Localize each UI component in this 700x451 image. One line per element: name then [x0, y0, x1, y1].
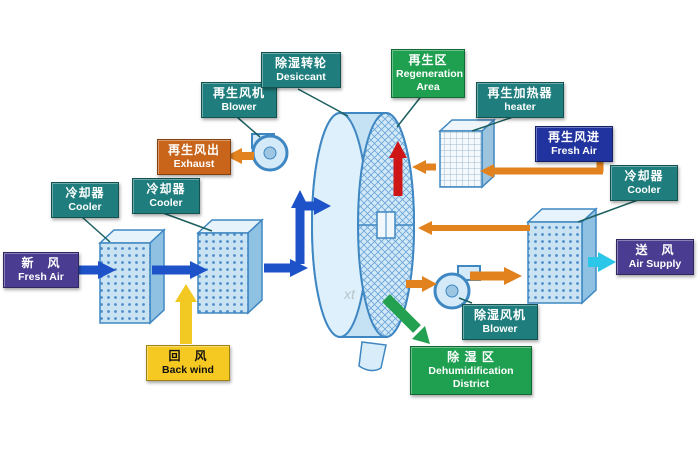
label-dehumid-blower-en: Blower — [482, 323, 518, 335]
regen-air-arrows — [226, 148, 604, 292]
label-connector-lines — [81, 88, 639, 304]
supply-air-arrow — [588, 252, 616, 272]
label-cooler-left-2-en: Cooler — [149, 197, 183, 209]
label-desiccant-wheel: 除湿转轮 Desiccant — [261, 52, 341, 89]
label-dehumid-district: 除 湿 区 Dehumidification District — [410, 346, 532, 396]
label-air-supply: 送 风 Air Supply — [616, 239, 694, 276]
process-air-arrows — [78, 190, 331, 279]
label-exhaust-en: Exhaust — [173, 158, 215, 170]
label-back-wind: 回 风 Back wind — [146, 345, 230, 382]
label-exhaust: 再生风出 Exhaust — [157, 139, 231, 176]
label-cooler-left-1-zh: 冷却器 — [65, 186, 105, 200]
dehumid-blower-fan-icon — [433, 265, 481, 310]
back-wind-arrow — [175, 284, 197, 344]
dehumid-district-arrow — [382, 294, 430, 344]
label-air-supply-en: Air Supply — [628, 258, 682, 270]
label-fresh-air-in: 新 风 Fresh Air — [3, 252, 79, 289]
label-air-supply-zh: 送 风 — [635, 243, 675, 257]
label-back-wind-en: Back wind — [162, 364, 214, 376]
label-cooler-right-zh: 冷却器 — [624, 169, 664, 183]
label-dehumid-blower: 除湿风机 Blower — [462, 304, 538, 341]
cooler-box-left-2-icon — [196, 218, 264, 315]
label-regen-blower-zh: 再生风机 — [212, 86, 265, 100]
label-regen-fresh-air-en: Fresh Air — [551, 145, 597, 157]
label-regen-fresh-air: 再生风进 Fresh Air — [535, 126, 613, 163]
label-regen-blower-en: Blower — [221, 101, 257, 113]
label-cooler-right: 冷却器 Cooler — [610, 165, 678, 202]
regen-blower-fan-icon — [251, 133, 289, 172]
label-cooler-left-2-zh: 冷却器 — [146, 182, 186, 196]
label-regen-fresh-air-zh: 再生风进 — [547, 130, 600, 144]
cooler-box-left-1-icon — [98, 228, 166, 325]
label-regen-area-en: Regeneration Area — [396, 68, 464, 94]
label-cooler-right-en: Cooler — [627, 184, 661, 196]
label-dehumid-blower-zh: 除湿风机 — [473, 308, 526, 322]
label-regen-heater: 再生加热器 heater — [476, 82, 564, 119]
label-regen-heater-zh: 再生加热器 — [487, 86, 553, 100]
watermark-text: xt — [344, 286, 355, 302]
wheel-belt-icon — [358, 341, 387, 372]
label-desiccant-wheel-en: Desiccant — [276, 71, 326, 83]
label-fresh-air-in-zh: 新 风 — [21, 256, 61, 270]
label-regen-area: 再生区 Regeneration Area — [391, 49, 465, 99]
label-exhaust-zh: 再生风出 — [167, 143, 220, 157]
label-dehumid-district-en: Dehumidification District — [428, 365, 514, 391]
label-cooler-left-1-en: Cooler — [68, 201, 102, 213]
label-back-wind-zh: 回 风 — [168, 349, 208, 363]
label-dehumid-district-zh: 除 湿 区 — [447, 350, 495, 364]
heater-box-icon — [438, 118, 496, 189]
label-cooler-left-1: 冷却器 Cooler — [51, 182, 119, 219]
desiccant-wheel-icon — [311, 112, 415, 338]
regen-hot-air-arrow — [389, 141, 407, 196]
label-regen-heater-en: heater — [504, 101, 536, 113]
label-desiccant-wheel-zh: 除湿转轮 — [274, 56, 327, 70]
cooler-box-right-icon — [526, 207, 598, 305]
label-fresh-air-in-en: Fresh Air — [18, 271, 64, 283]
label-regen-area-zh: 再生区 — [408, 53, 448, 67]
label-cooler-left-2: 冷却器 Cooler — [132, 178, 200, 215]
